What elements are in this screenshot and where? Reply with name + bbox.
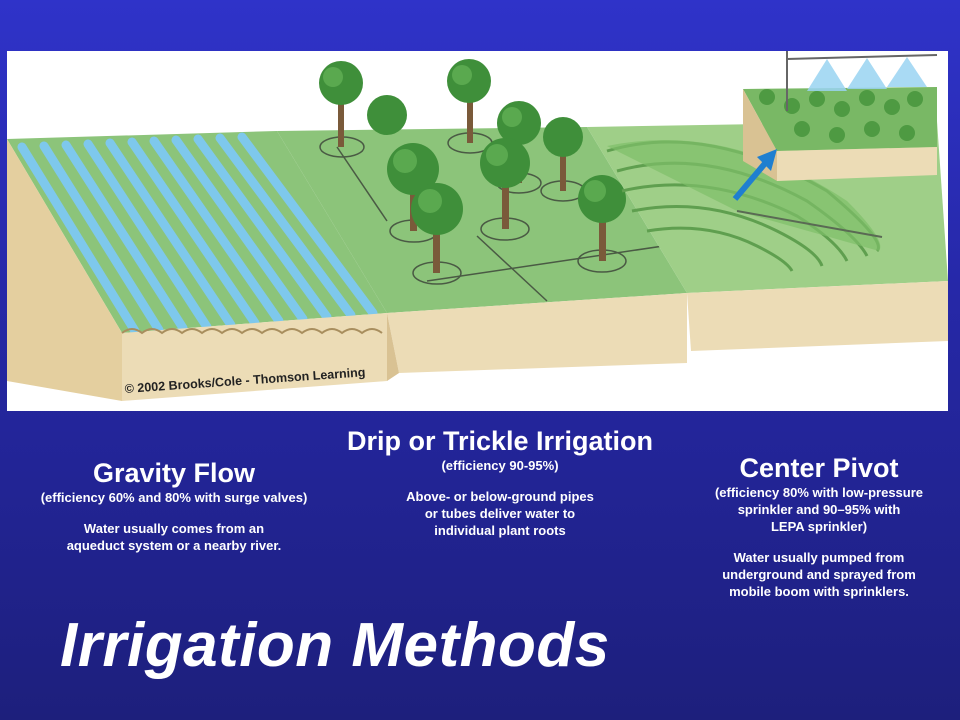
center-pivot-field xyxy=(587,51,948,351)
irrigation-illustration: © 2002 Brooks/Cole - Thomson Learning xyxy=(7,51,948,411)
gravity-flow-efficiency: (efficiency 60% and 80% with surge valve… xyxy=(40,490,308,505)
center-pivot-efficiency-line1: (efficiency 80% with low-pressure xyxy=(714,485,924,500)
pointer-arrow xyxy=(732,149,777,201)
center-pivot-heading: Center Pivot xyxy=(739,453,899,483)
drip-irrigation-heading: Drip or Trickle Irrigation xyxy=(346,426,654,456)
pivot-inset xyxy=(743,51,938,181)
drip-irrigation-panel: Drip or Trickle Irrigation (efficiency 9… xyxy=(300,426,700,539)
gravity-flow-desc-line2: aqueduct system or a nearby river. xyxy=(66,538,282,553)
gravity-flow-panel: Gravity Flow (efficiency 60% and 80% wit… xyxy=(0,458,348,554)
gravity-flow-desc-line1: Water usually comes from an xyxy=(83,521,265,536)
drip-irrigation-efficiency: (efficiency 90-95%) xyxy=(441,458,559,473)
gravity-flow-field: © 2002 Brooks/Cole - Thomson Learning xyxy=(7,131,387,401)
slide-title: Irrigation Methods xyxy=(60,611,610,680)
drip-field xyxy=(277,59,698,381)
gravity-flow-heading: Gravity Flow xyxy=(92,458,256,488)
center-pivot-efficiency-line3: LEPA sprinkler) xyxy=(770,519,868,534)
center-pivot-desc-line3: mobile boom with sprinklers. xyxy=(729,584,909,599)
water-furrows xyxy=(17,132,378,336)
drip-irrigation-desc-line2: or tubes deliver water to xyxy=(424,506,576,521)
center-pivot-efficiency-line2: sprinkler and 90–95% with xyxy=(737,502,901,517)
center-pivot-panel: Center Pivot (efficiency 80% with low-pr… xyxy=(678,453,960,600)
drip-irrigation-desc-line3: individual plant roots xyxy=(434,523,566,538)
fruit-trees xyxy=(319,59,626,273)
sprinkler-spray xyxy=(807,57,927,91)
drip-irrigation-desc-line1: Above- or below-ground pipes xyxy=(406,489,594,504)
center-pivot-desc-line1: Water usually pumped from xyxy=(733,550,905,565)
center-pivot-desc-line2: underground and sprayed from xyxy=(722,567,916,582)
